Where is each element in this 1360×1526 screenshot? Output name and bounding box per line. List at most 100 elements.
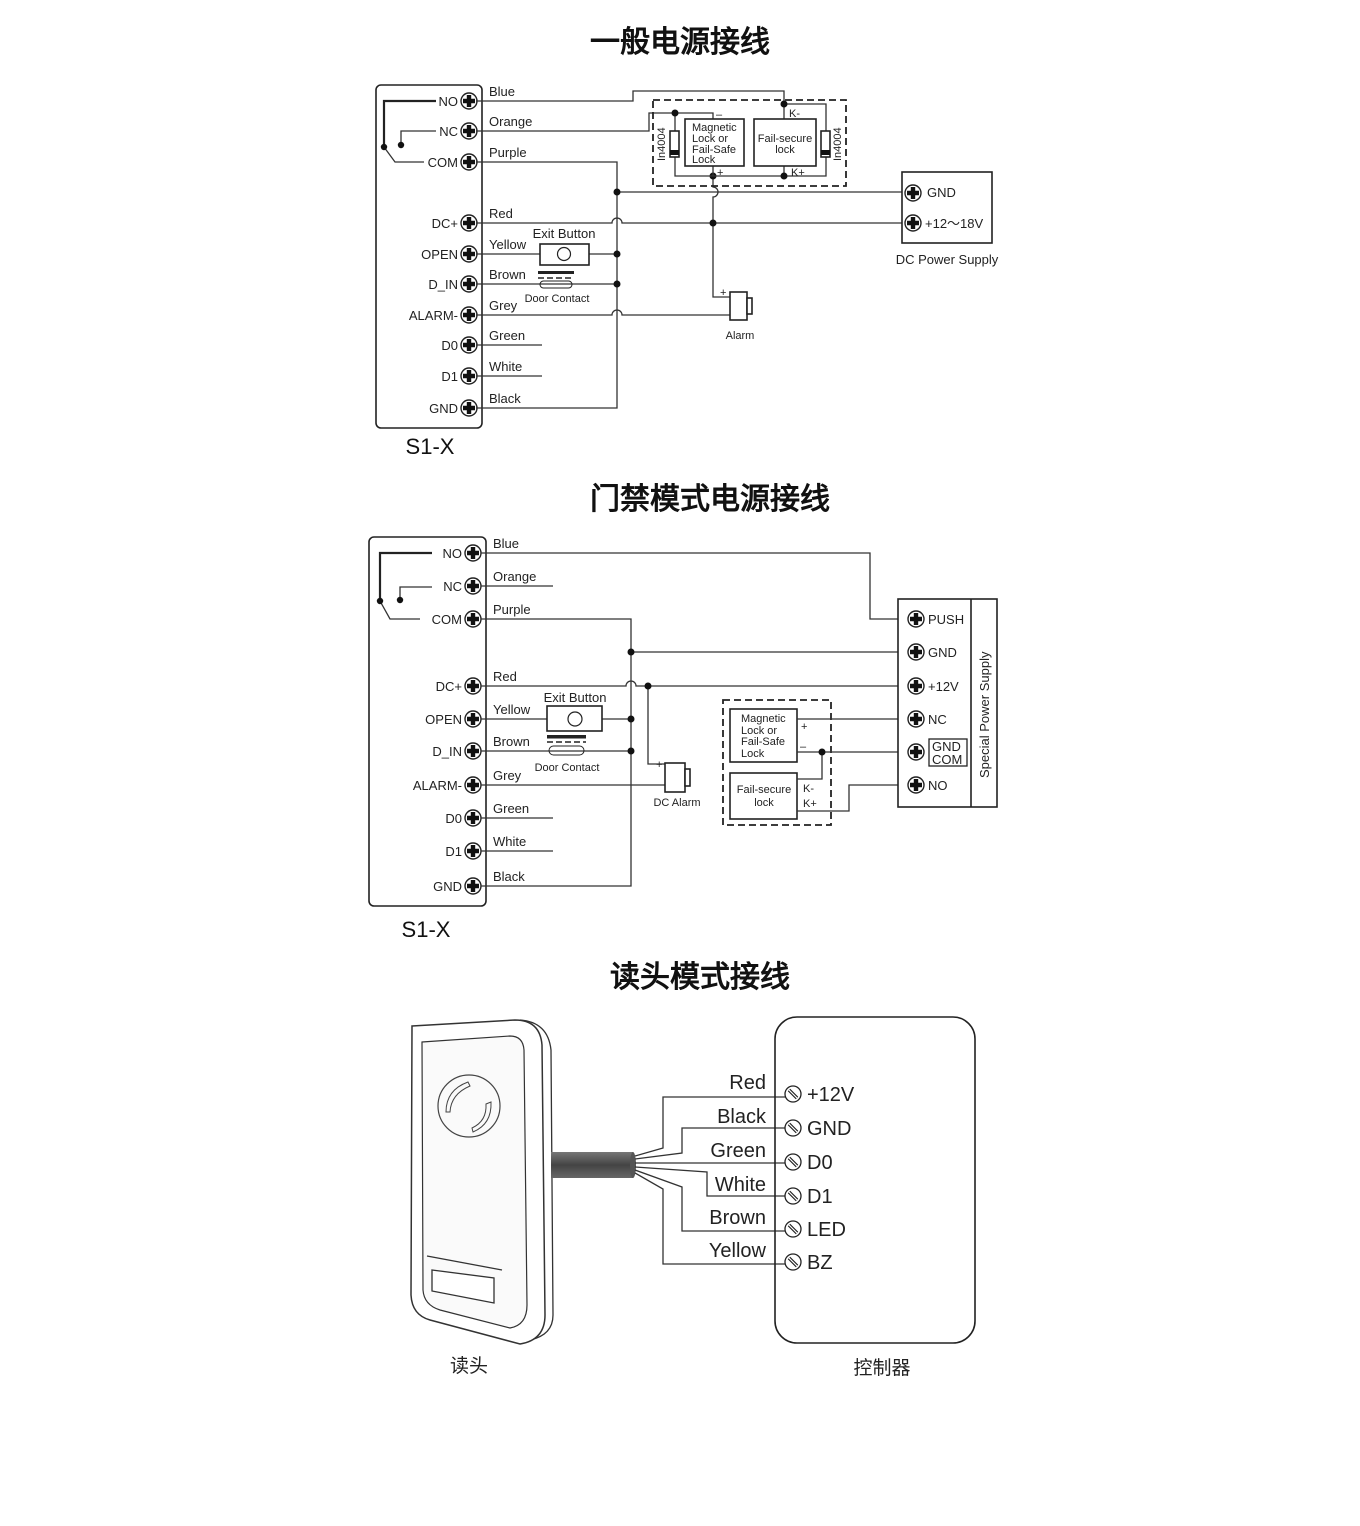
svg-text:Door Contact: Door Contact [535,762,600,774]
svg-text:NO: NO [928,778,948,793]
section-reader-mode: 读头模式接线 读头 [410,960,976,1379]
pin-label: OPEN [421,247,458,262]
reader-caption: 读头 [450,1355,488,1377]
pin-label: NC [439,124,458,139]
svg-text:Fail-Safe: Fail-Safe [692,144,736,156]
terminal-row: DC+Red [432,206,513,232]
screw-terminal-icon [464,677,482,695]
lock-assembly: In4004 In4004 Magnetic Lock or Fail-Safe… [652,99,847,187]
wire-color-label: White [715,1174,766,1196]
dc-power-supply: GND +12～18V DC Power Supply [896,171,999,267]
terminal-row: NC Orange [443,569,536,595]
terminal-row: NC Orange [439,114,532,140]
svg-text:Magnetic: Magnetic [692,122,737,134]
reader-cable [551,1152,633,1178]
screw-terminal-icon [460,92,478,110]
wire-color-label: Grey [493,768,522,783]
reader-terminal-row: D1 White [715,1174,833,1208]
svg-text:Exit Button: Exit Button [544,690,607,705]
svg-text:–: – [800,741,807,753]
door-contact-symbol: Door Contact [535,735,600,774]
screw-terminal-icon [464,842,482,860]
wire-color-label: Orange [493,569,536,584]
pin-label: BZ [807,1252,833,1274]
wire-color-label: Red [493,669,517,684]
pin-label: D1 [807,1186,833,1208]
controller-body [375,84,483,429]
relay-nc-contact [400,130,436,145]
svg-text:GND: GND [932,739,961,754]
wire-color-label: White [489,359,522,374]
svg-text:Special Power Supply: Special Power Supply [977,651,992,778]
model-label: S1-X [406,434,455,459]
svg-text:K+: K+ [803,798,817,810]
section-title: 一般电源接线 [590,25,770,60]
wire-color-label: Grey [489,298,518,313]
wire-color-label: Green [710,1140,766,1162]
wire-color-label: Yellow [489,237,527,252]
svg-text:lock: lock [775,144,795,156]
card-reader-device: 读头 [410,1019,554,1377]
svg-text:K-: K- [803,783,814,795]
pin-label: D1 [441,369,458,384]
svg-text:K-: K- [789,108,800,120]
pin-label: COM [428,155,458,170]
slot-screw-icon [783,1219,803,1239]
exit-button-symbol: Exit Button [533,226,596,266]
section-title: 门禁模式电源接线 [590,482,830,517]
svg-text:COM: COM [932,752,962,767]
wire-color-label: Green [493,801,529,816]
terminal-block: NOBlueNCOrangeCOMPurpleDC+RedOPENYellowD… [409,84,532,417]
screw-terminal-icon [460,367,478,385]
pin-label: COM [432,612,462,627]
screw-terminal-icon [460,214,478,232]
model-label: S1-X [402,917,451,942]
svg-text:DC Alarm: DC Alarm [653,797,700,809]
controller-box: 控制器 [774,1016,976,1379]
screw-terminal-icon [464,877,482,895]
svg-text:In4004: In4004 [656,127,668,161]
screw-terminal-icon [460,275,478,293]
terminal-row: DC+ Red [436,669,517,695]
pin-label: NC [443,579,462,594]
pin-label: LED [807,1219,846,1241]
wire-color-label: Red [729,1072,766,1094]
terminal-row: ALARM-Grey [409,298,518,324]
wire-color-label: Blue [489,84,515,99]
pin-label: DC+ [436,679,462,694]
svg-text:Door Contact: Door Contact [525,293,590,305]
screw-terminal-icon [460,245,478,263]
terminal-row: GND Black [429,391,521,417]
wire-color-label: Black [489,391,521,406]
pin-label: D_IN [432,744,462,759]
slot-screw-icon [783,1252,803,1272]
screw-terminal-icon [460,153,478,171]
svg-text:Exit Button: Exit Button [533,226,596,241]
controller-caption: 控制器 [853,1357,910,1379]
wire-color-label: Orange [489,114,532,129]
svg-text:Alarm: Alarm [726,330,755,342]
svg-text:In4004: In4004 [832,127,844,161]
pin-label: DC+ [432,216,458,231]
pin-label: NO [443,546,463,561]
pin-label: GND [429,401,458,416]
wire-color-label: Green [489,328,525,343]
svg-text:+: + [717,167,723,179]
terminal-row: ALARM-Grey [413,768,522,794]
wire-color-label: Black [717,1106,767,1128]
svg-text:NC: NC [928,712,947,727]
pin-label: GND [433,879,462,894]
screw-terminal-icon [460,336,478,354]
wire-color-label: Brown [493,734,530,749]
relay-no-contact [382,99,436,147]
screw-terminal-icon [464,776,482,794]
